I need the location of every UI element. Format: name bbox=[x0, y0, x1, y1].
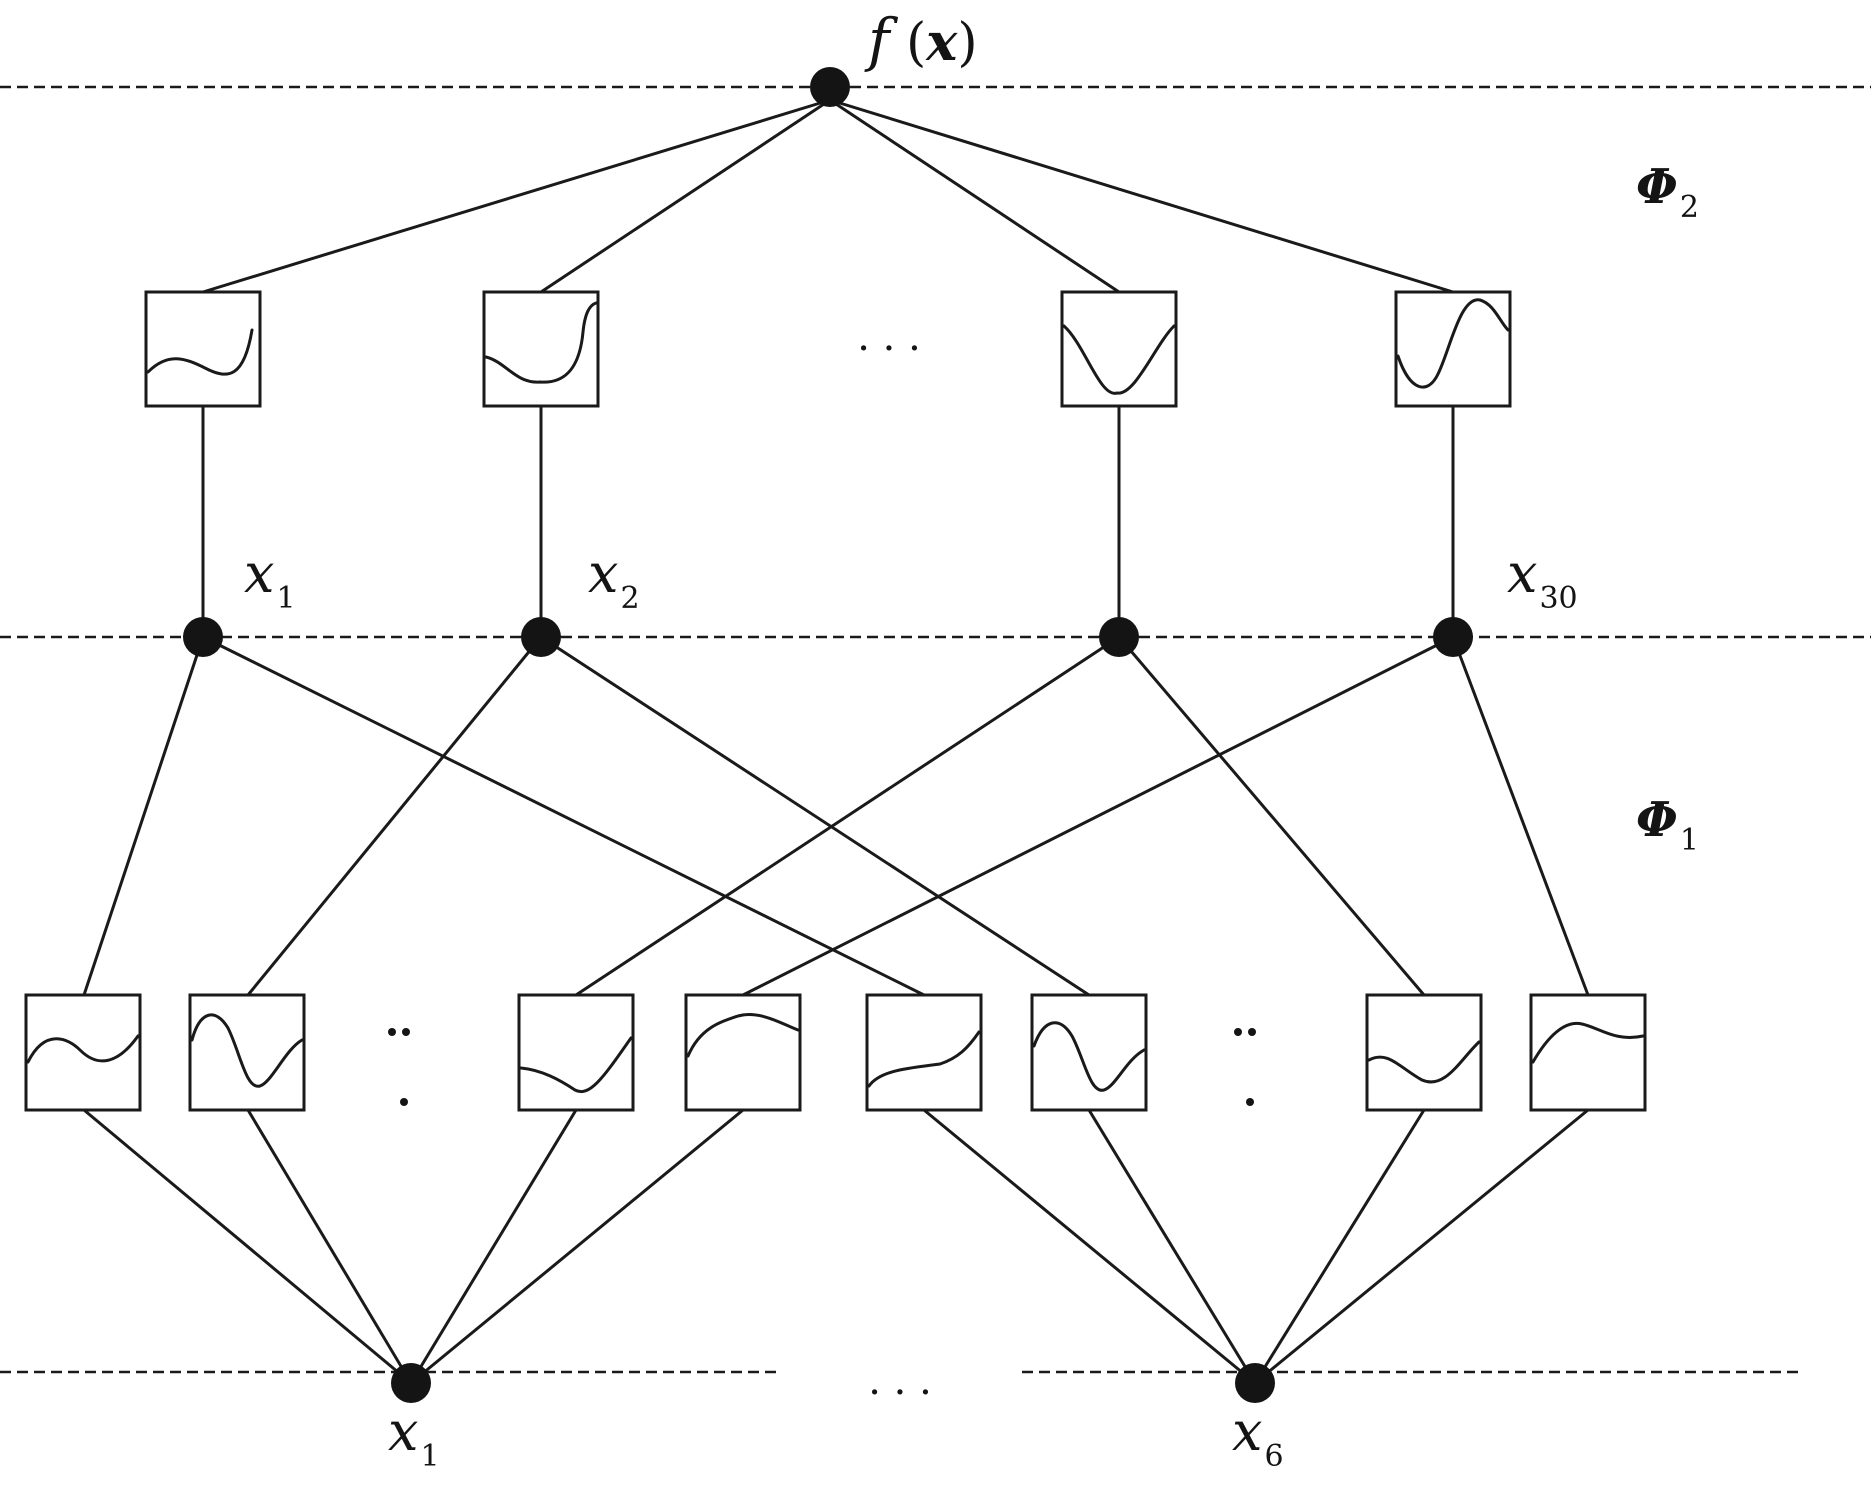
input-node-dot-icon bbox=[1235, 1363, 1275, 1403]
input-label-x1: x1 bbox=[388, 1400, 440, 1474]
activation-function-box-icon bbox=[1529, 993, 1647, 1112]
hidden-node-dot-icon bbox=[521, 617, 561, 657]
input-edges bbox=[83, 1108, 1589, 1385]
edge bbox=[1253, 1109, 1426, 1384]
top-box-edges bbox=[201, 406, 1455, 637]
activation-function-box-icon bbox=[684, 993, 802, 1112]
output-label: f (x) bbox=[864, 6, 978, 74]
bottom-row-ellipsis-left bbox=[388, 1028, 410, 1106]
hidden-node-dot-icon bbox=[1099, 617, 1139, 657]
layer-2-activation-boxes bbox=[144, 290, 1512, 408]
output-node-dot-icon bbox=[810, 67, 850, 107]
edge bbox=[202, 635, 925, 997]
activation-function-box-icon bbox=[517, 993, 635, 1112]
hidden-node-dot-icon bbox=[1433, 617, 1473, 657]
layer-label-phi-1: Φ1 bbox=[1636, 792, 1699, 858]
bottom-row-ellipsis-right bbox=[1234, 1028, 1256, 1106]
input-row-ellipsis: · · · bbox=[868, 1370, 932, 1416]
activation-function-box-icon bbox=[1394, 290, 1512, 408]
edge bbox=[829, 98, 1454, 294]
activation-function-box-icon bbox=[188, 993, 306, 1112]
hidden-edges bbox=[82, 635, 1590, 997]
hidden-node-dot-icon bbox=[183, 617, 223, 657]
hidden-label-x1: x1 bbox=[244, 542, 296, 616]
activation-function-box-icon bbox=[24, 993, 142, 1112]
hidden-label-x30: x30 bbox=[1507, 542, 1578, 616]
activation-function-box-icon bbox=[1030, 993, 1148, 1112]
edge bbox=[409, 1109, 578, 1384]
input-node-dot-icon bbox=[391, 1363, 431, 1403]
edge bbox=[540, 635, 1090, 997]
edge bbox=[83, 1108, 412, 1385]
edge bbox=[246, 636, 543, 996]
edge bbox=[829, 98, 1120, 294]
layer-label-phi-2: Φ2 bbox=[1636, 159, 1699, 225]
edge bbox=[923, 1108, 1256, 1385]
activation-function-box-icon bbox=[144, 290, 262, 408]
hidden-label-x2: x2 bbox=[588, 542, 640, 616]
nodes bbox=[183, 67, 1473, 1403]
top-row-ellipsis: · · · bbox=[857, 326, 921, 372]
edge bbox=[1254, 1108, 1589, 1385]
layer-rules bbox=[0, 85, 1871, 1374]
edge bbox=[246, 1109, 413, 1384]
edge bbox=[410, 1108, 744, 1385]
edge bbox=[540, 98, 831, 294]
edge bbox=[742, 635, 1454, 997]
activation-function-box-icon bbox=[1365, 993, 1483, 1112]
activation-function-box-icon bbox=[865, 993, 983, 1112]
output-edges bbox=[202, 98, 1454, 294]
activation-function-box-icon bbox=[1060, 290, 1178, 408]
input-label-x6: x6 bbox=[1232, 1400, 1284, 1474]
edge bbox=[1117, 636, 1426, 996]
activation-function-box-icon bbox=[482, 290, 600, 408]
edge bbox=[1451, 636, 1590, 996]
edge bbox=[202, 98, 831, 294]
layer-1-activation-boxes bbox=[24, 993, 1647, 1112]
edge bbox=[82, 636, 205, 996]
edge bbox=[575, 635, 1120, 997]
edge bbox=[1087, 1109, 1257, 1384]
